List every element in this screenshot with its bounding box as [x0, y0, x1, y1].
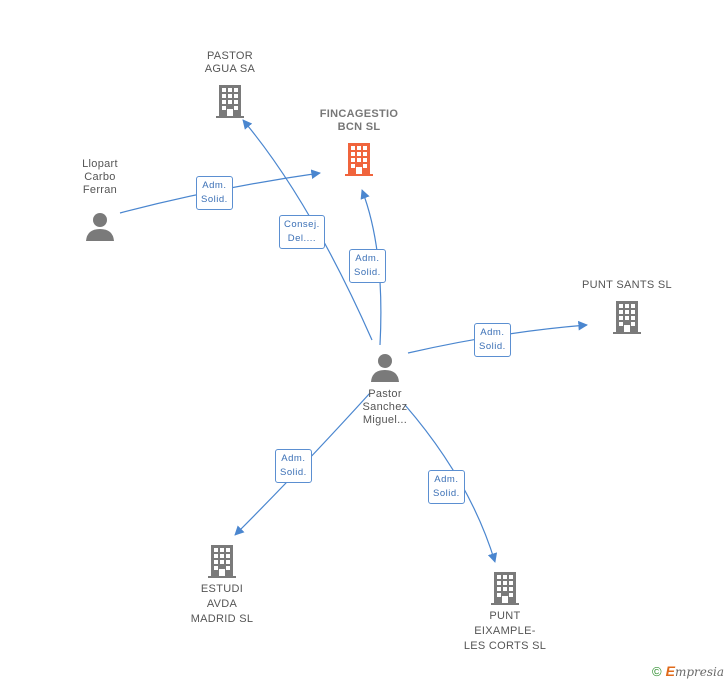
person-icon	[86, 213, 114, 241]
node-estudi[interactable]: ESTUDI AVDA MADRID SL	[180, 543, 264, 627]
node-label: Llopart Carbo Ferran	[82, 158, 118, 196]
node-pastor-sanchez[interactable]: Pastor Sanchez Miguel...	[345, 352, 425, 427]
edge-label-pastor-estudi[interactable]: Adm. Solid.	[275, 449, 312, 483]
node-label: PUNT EIXAMPLE- LES CORTS SL	[463, 610, 547, 652]
node-label: FINCAGESTIO BCN SL	[319, 108, 399, 133]
copyright-icon: ©	[652, 664, 662, 679]
node-label: PASTOR AGUA SA	[204, 50, 256, 75]
person-icon	[371, 354, 399, 382]
node-fincagestio[interactable]: FINCAGESTIO BCN SL	[313, 108, 405, 177]
brand-initial: E	[665, 663, 675, 679]
edge-label-pastor-fincagestio[interactable]: Adm. Solid.	[349, 249, 386, 283]
edge-label-pastor-punt-eixample[interactable]: Adm. Solid.	[428, 470, 465, 504]
edge-label-pastor-punt-sants[interactable]: Adm. Solid.	[474, 323, 511, 357]
edge-label-pastor-agua[interactable]: Consej. Del....	[279, 215, 325, 249]
node-pastor-agua[interactable]: PASTOR AGUA SA	[190, 50, 270, 119]
building-icon	[345, 143, 373, 176]
node-label: ESTUDI AVDA MADRID SL	[190, 583, 254, 625]
building-icon	[216, 85, 244, 118]
building-icon	[491, 572, 519, 605]
edge-label-llopart-fincagestio[interactable]: Adm. Solid.	[196, 176, 233, 210]
building-icon	[613, 301, 641, 334]
node-llopart[interactable]: Llopart Carbo Ferran	[62, 158, 138, 241]
brand-name: mpresia	[674, 665, 724, 679]
node-punt-sants[interactable]: PUNT SANTS SL	[577, 279, 677, 335]
node-label: Pastor Sanchez Miguel...	[362, 388, 408, 426]
node-label: PUNT SANTS SL	[582, 279, 672, 291]
building-icon	[208, 545, 236, 578]
footer-brand[interactable]: ©Empresia	[652, 663, 724, 679]
node-punt-eixample[interactable]: PUNT EIXAMPLE- LES CORTS SL	[453, 570, 557, 654]
